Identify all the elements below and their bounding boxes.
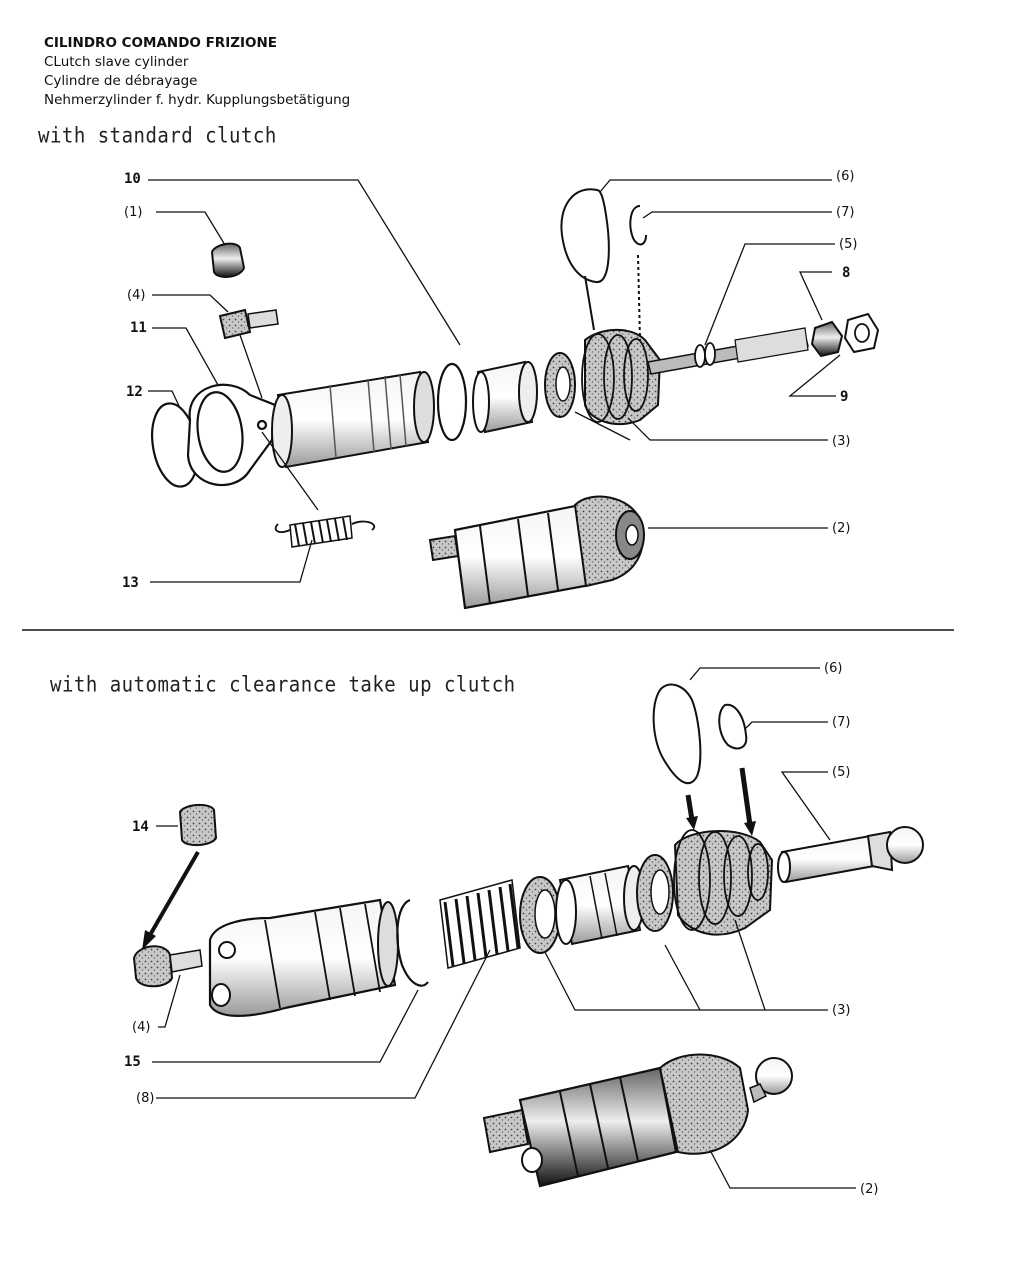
bleeder-screw-4 [218,308,279,340]
section-automatic-clutch: with automatic clearance take up clutch [50,673,516,698]
top-section-parts [148,179,880,610]
nut-8 [810,320,844,358]
push-rod-top [647,327,809,375]
label-11: 11 [130,320,147,336]
ring-7-bottom [718,703,748,750]
label-15: 15 [124,1054,141,1070]
label-8-bottom: (8) [136,1091,154,1106]
bleeder-screw-4-bottom [132,945,203,988]
labels-bottom: (6) (7) (5) 14 (3) (4) 15 (8) (2) [124,661,878,1197]
label-7-bottom: (7) [832,715,850,730]
circlip-10 [436,362,468,442]
label-12: 12 [126,384,143,400]
title-block: CILINDRO COMANDO FRIZIONE CLutch slave c… [44,34,350,110]
spring-13 [274,515,375,548]
circlip-15 [396,898,429,987]
title-italian: CILINDRO COMANDO FRIZIONE [44,35,278,51]
piston-bottom [555,864,645,946]
ring-7-top [629,205,647,246]
label-3-bottom: (3) [832,1003,850,1018]
label-2-bottom: (2) [860,1182,878,1197]
rubber-boot-top [581,328,662,425]
label-8: 8 [842,265,850,281]
label-4-top: (4) [127,288,145,303]
piston-top [472,360,538,434]
label-14: 14 [132,819,149,835]
label-6-bottom: (6) [824,661,842,676]
label-3-top: (3) [832,434,850,449]
assembled-cylinder-top [428,495,645,610]
label-6-top: (6) [836,169,854,184]
rubber-boot-bottom [673,829,774,936]
labels-top: 10 (1) (4) 11 12 13 (6) (7) (5) 8 9 (3) … [122,169,857,591]
cap-1 [210,242,246,278]
label-9: 9 [840,389,848,405]
assembled-cylinder-bottom [482,1053,793,1188]
plug-14 [178,804,218,846]
cylinder-body-top [271,370,435,469]
title-french: Cylindre de débrayage [44,73,198,89]
cylinder-body-bottom [208,898,399,1017]
label-4-bottom: (4) [132,1020,150,1035]
label-1: (1) [124,205,142,220]
label-5-top: (5) [839,237,857,252]
title-english: CLutch slave cylinder [44,54,189,70]
label-10: 10 [124,171,141,187]
ring-6-top [560,188,610,283]
section-standard-clutch: with standard clutch [38,124,277,149]
title-german: Nehmerzylinder f. hydr. Kupplungsbetätig… [44,92,351,108]
label-5-bottom: (5) [832,765,850,780]
bottom-section-parts [132,667,924,1189]
label-13: 13 [122,575,139,591]
ring-6-bottom [652,683,702,785]
label-2-top: (2) [832,521,850,536]
spring-8 [439,879,521,969]
push-rod-bottom [777,826,924,884]
label-7-top: (7) [836,205,854,220]
